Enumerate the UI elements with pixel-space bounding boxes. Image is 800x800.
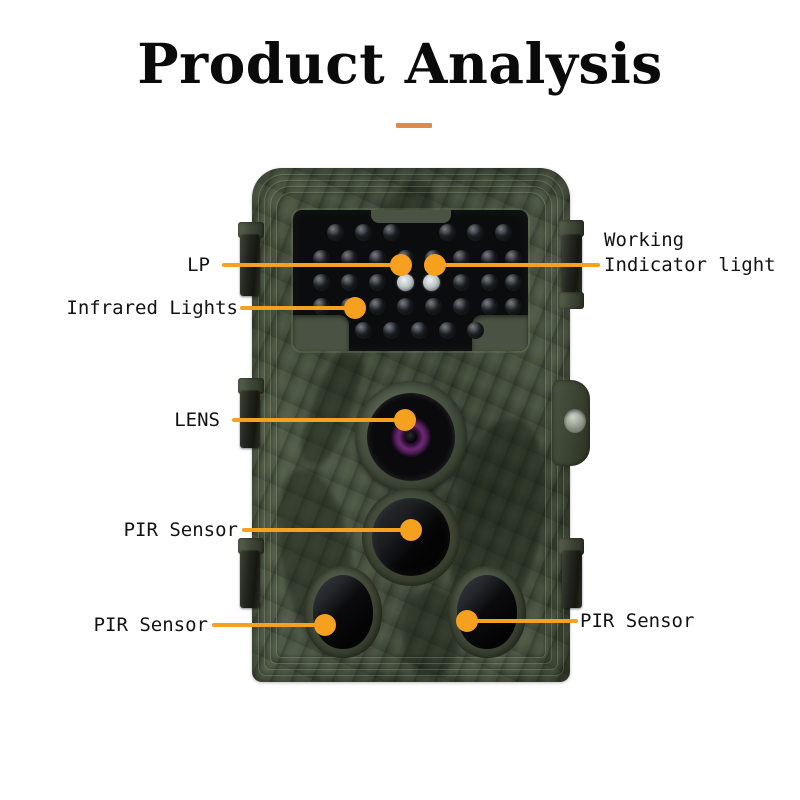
leader-line-pir-sensor-lower-right [468,619,578,623]
ir-led [341,250,358,267]
callout-label-working-indicator-line2: Indicator light [604,254,776,276]
ir-led [505,298,522,315]
ir-led [313,250,330,267]
callout-label-infrared-lights: Infrared Lights [66,297,238,319]
indicator-led [423,274,440,291]
callout-marker-working-indicator [424,254,446,276]
camera-lens [355,381,467,493]
callout-label-working-indicator-line1: Working [604,229,685,251]
ir-led [369,298,386,315]
ir-panel-left-notch [293,315,349,351]
ir-led [355,322,372,339]
callout-marker-infrared-lights [344,297,366,319]
latch-clip-right-top [558,220,584,237]
ir-led [481,298,498,315]
ir-led [397,298,414,315]
ir-led [453,250,470,267]
ir-led [369,250,386,267]
ir-led [327,224,344,241]
ir-led [453,274,470,291]
ir-panel-top-notch [371,210,451,223]
callout-label-pir-sensor-middle: PIR Sensor [123,519,238,541]
ir-led [411,322,428,339]
leader-line-working-indicator [432,263,600,267]
pir-sensor-lower-left [304,566,382,658]
leader-line-lens [232,418,400,422]
ir-led [369,274,386,291]
lp-sensor [397,274,414,291]
ir-led [383,224,400,241]
callout-marker-pir-sensor-lower-left [314,614,336,636]
title-divider [396,123,432,128]
side-latch-right-bottom [562,550,582,608]
page-header: Product Analysis [0,0,800,150]
ir-led [439,322,456,339]
mounting-hole [564,409,586,433]
callout-label-lp: LP [187,254,210,276]
ir-led [481,250,498,267]
ir-led [495,224,512,241]
ir-led [341,274,358,291]
callout-label-lens: LENS [174,409,220,431]
leader-line-pir-sensor-middle [242,528,406,532]
lens-bezel [367,393,455,481]
ir-led [439,224,456,241]
page-title: Product Analysis [137,31,663,96]
ir-led [425,298,442,315]
leader-line-infrared-lights [240,306,350,310]
callout-label-pir-sensor-lower-right: PIR Sensor [580,610,695,632]
leader-line-pir-sensor-lower-left [212,623,322,627]
lens-aperture [405,431,417,443]
ir-led [355,224,372,241]
callout-marker-lens [394,409,416,431]
callout-label-pir-sensor-lower-left: PIR Sensor [93,614,208,636]
ir-led [453,298,470,315]
ir-led [505,274,522,291]
leader-line-lp [222,263,397,267]
pir-sensor-lower-left-dome [313,575,373,649]
ir-led [481,274,498,291]
infrared-led-panel [293,210,528,351]
side-latch-left-bottom [240,550,260,608]
callout-marker-lp [390,254,412,276]
ir-led [467,224,484,241]
ir-led [505,250,522,267]
ir-led [467,322,484,339]
mounting-lug [552,380,590,466]
ir-led [383,322,400,339]
latch-clip-right-middle [558,292,584,309]
ir-led [313,274,330,291]
callout-marker-pir-sensor-middle [400,519,422,541]
callout-marker-pir-sensor-lower-right [456,610,478,632]
